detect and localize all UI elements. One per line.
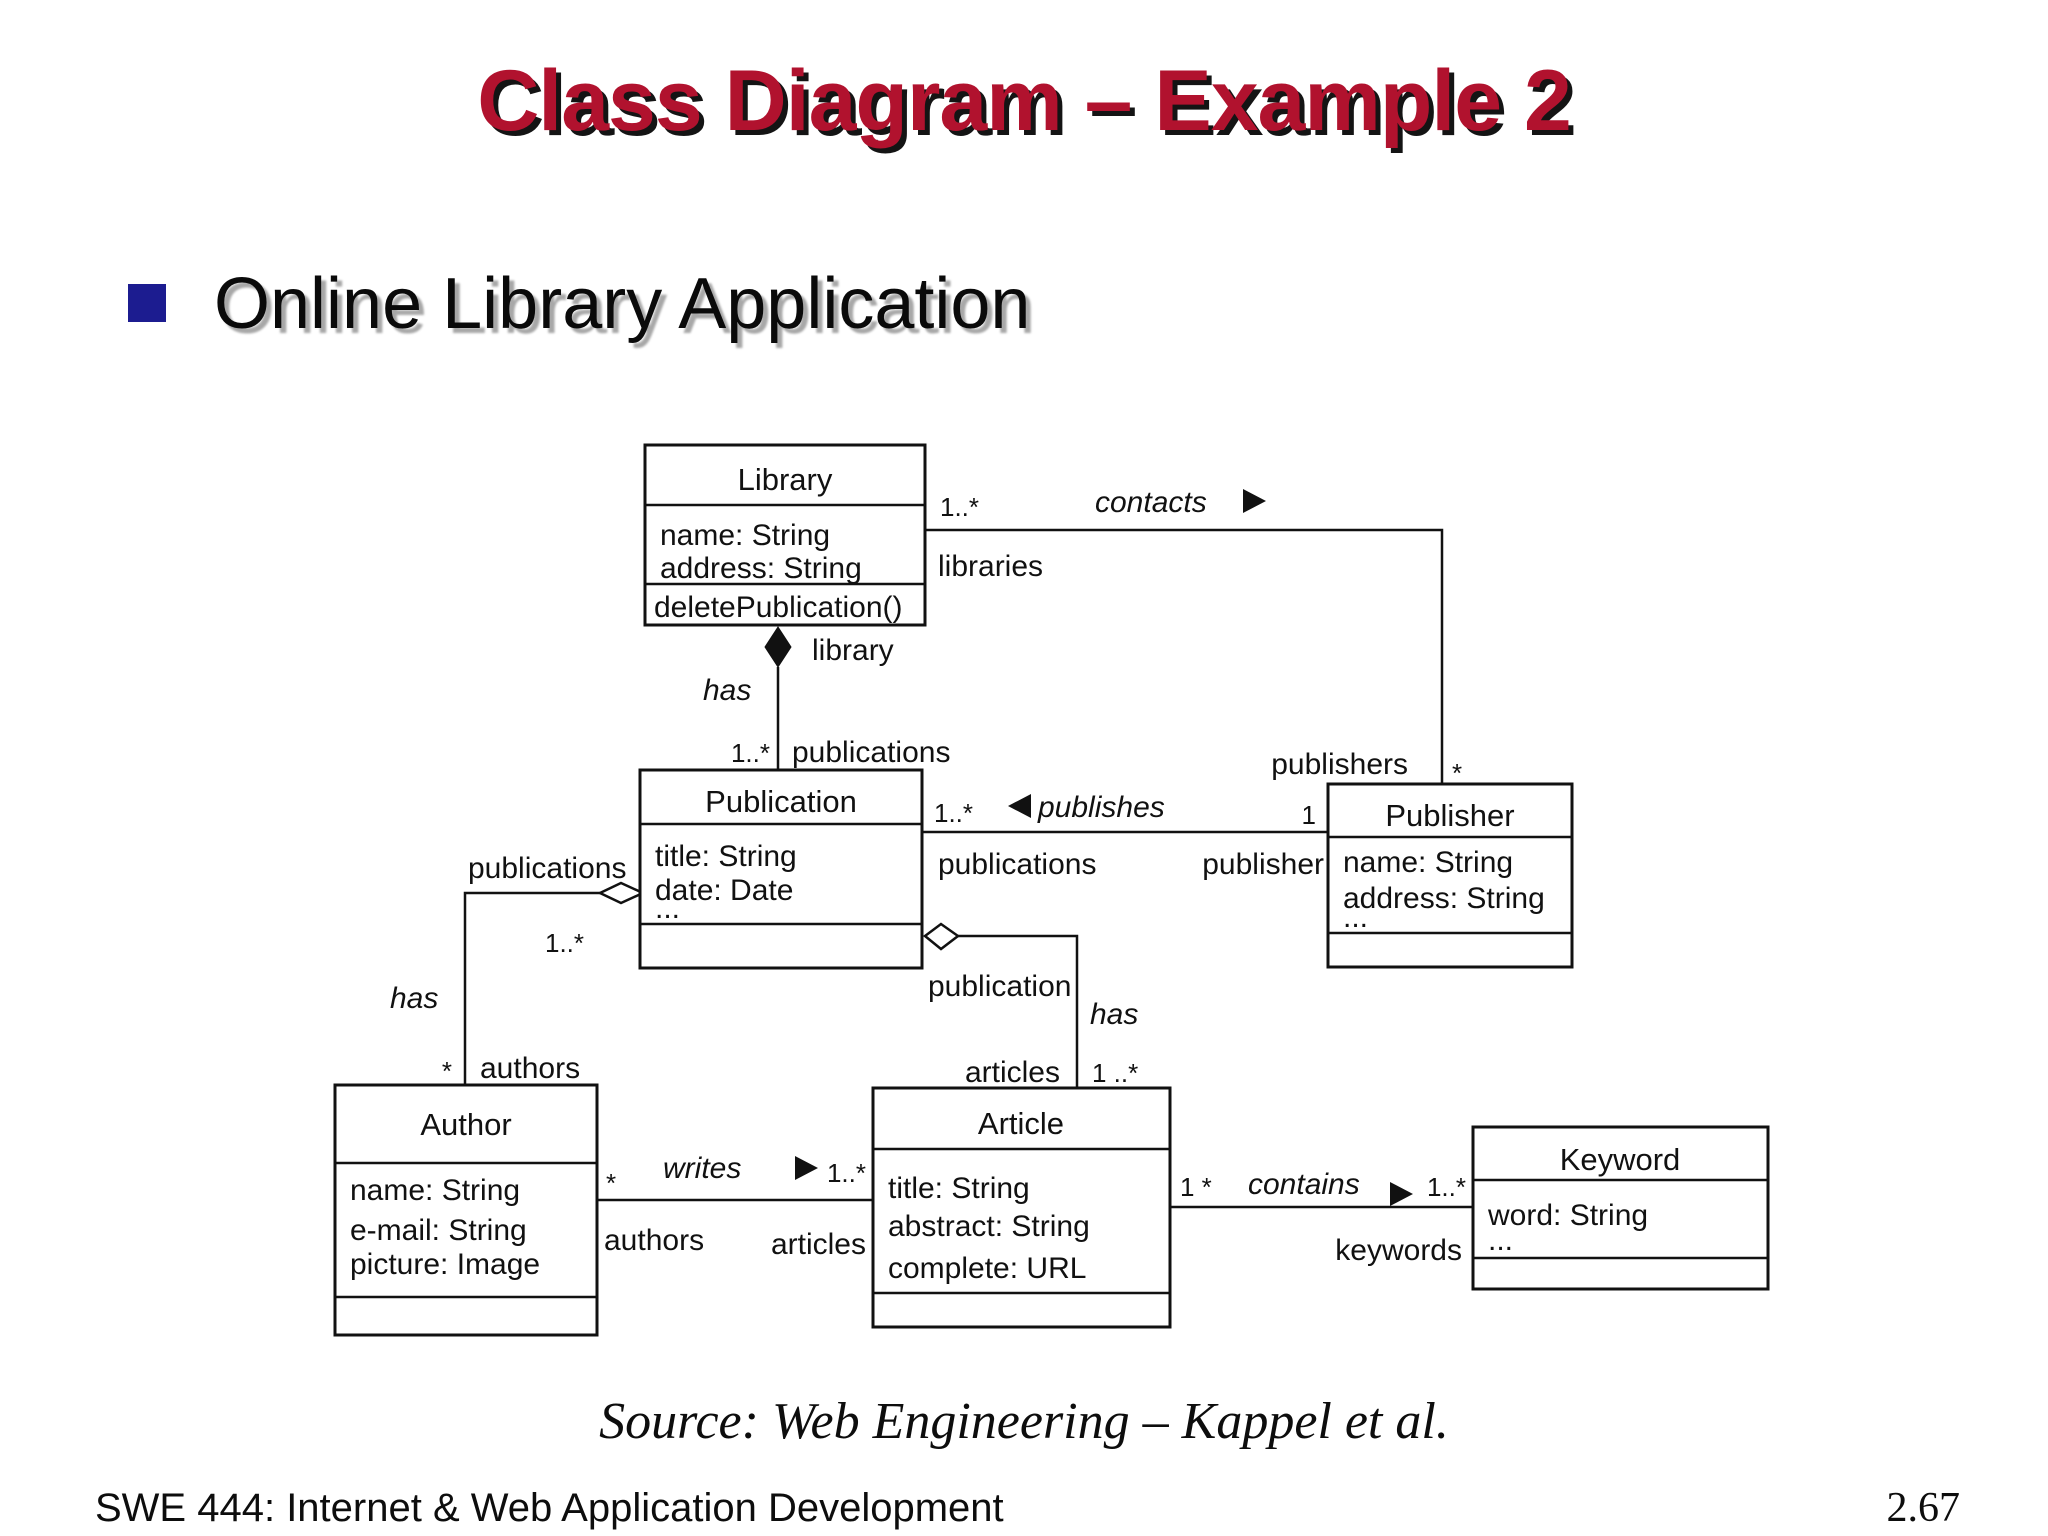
assoc-publishes-publication-role: publications [938, 848, 1096, 881]
bullet-text: Online Library Application [214, 264, 1031, 344]
assoc-contacts-publisher-mult: * [1452, 758, 1462, 788]
assoc-contacts-name: contacts [1095, 486, 1207, 519]
class-attribute: ... [1488, 1224, 1513, 1257]
assoc-has-articles-line [958, 934, 1079, 1088]
page-number: 2.67 [1886, 1485, 1961, 1531]
assoc-contains-article-mult: 1 * [1180, 1172, 1212, 1202]
assoc-publishes-publisher-mult: 1 [1302, 800, 1316, 830]
arrow-right-icon [795, 1156, 818, 1180]
class-attribute: word: String [1487, 1199, 1648, 1232]
assoc-has-articles-article-role: articles [965, 1056, 1060, 1089]
assoc-contacts-library-role: libraries [938, 550, 1043, 583]
assoc-has-publications-library-role: library [812, 634, 894, 667]
arrow-right-icon [1243, 489, 1266, 513]
assoc-has-articles-publication-role: publication [928, 970, 1071, 1003]
arrow-left-icon [1008, 794, 1031, 818]
class-box-library: Library name: String address: String del… [643, 443, 927, 627]
assoc-has-authors-line [463, 891, 600, 1085]
assoc-publishes-publisher-role: publisher [1202, 848, 1324, 881]
assoc-has-articles: publication has articles 1 ..* [922, 922, 1138, 1089]
class-attribute: ... [655, 892, 680, 925]
class-box-publisher-rect [1326, 782, 1574, 969]
assoc-publishes-publication-mult: 1..* [934, 798, 973, 828]
source-caption: Source: Web Engineering – Kappel et al. [599, 1393, 1449, 1450]
assoc-has-publications-mult: 1..* [731, 738, 770, 768]
assoc-writes-author-role: authors [604, 1224, 704, 1257]
class-name: Library [738, 462, 833, 497]
class-attribute: title: String [655, 840, 797, 873]
assoc-contains: 1 * contains 1..* keywords [1170, 1168, 1473, 1267]
assoc-has-authors: publications 1..* has * authors [390, 852, 647, 1086]
class-box-author-rect [333, 1083, 599, 1337]
class-attribute: name: String [1343, 846, 1513, 879]
bullet-square-icon [128, 284, 166, 322]
class-name: Article [978, 1106, 1064, 1141]
class-attribute: name: String [660, 519, 830, 552]
class-name: Keyword [1560, 1142, 1681, 1177]
aggregation-diamond-icon [922, 922, 961, 951]
class-operation: deletePublication() [654, 591, 902, 624]
class-box-article-rect [871, 1086, 1172, 1329]
class-box-article: Article title: String abstract: String c… [871, 1086, 1172, 1329]
assoc-writes-name: writes [663, 1152, 741, 1185]
slide-title: Class Diagram – Example 2 [477, 53, 1572, 149]
assoc-has-articles-name: has [1090, 998, 1138, 1031]
assoc-contacts: 1..* contacts libraries publishers * [925, 486, 1462, 788]
class-attribute: address: String [660, 552, 862, 585]
class-box-keyword-rect [1471, 1125, 1770, 1291]
assoc-has-publications-role: publications [792, 736, 950, 769]
assoc-has-authors-author-mult: * [442, 1056, 452, 1086]
assoc-contacts-publisher-role: publishers [1271, 748, 1408, 781]
assoc-writes-article-mult: 1..* [827, 1158, 866, 1188]
class-attribute: complete: URL [888, 1252, 1086, 1285]
aggregation-diamond-icon [597, 881, 647, 905]
class-name: Publication [705, 784, 857, 819]
class-attribute: ... [1343, 901, 1368, 934]
assoc-contacts-library-mult: 1..* [940, 492, 979, 522]
class-attribute: abstract: String [888, 1210, 1090, 1243]
class-attribute: address: String [1343, 882, 1545, 915]
class-box-author: Author name: String e-mail: String pictu… [333, 1083, 599, 1337]
assoc-writes-author-mult: * [606, 1168, 616, 1198]
assoc-has-publications: library has 1..* publications [703, 626, 950, 770]
assoc-has-authors-publication-role: publications [468, 852, 626, 885]
class-name: Author [420, 1107, 511, 1142]
class-name: Publisher [1385, 798, 1514, 833]
assoc-has-authors-author-role: authors [480, 1052, 580, 1085]
assoc-has-articles-article-mult: 1 ..* [1092, 1058, 1138, 1088]
footer-course-label: SWE 444: Internet & Web Application Deve… [95, 1486, 1004, 1530]
class-box-publication: Publication title: String date: Date ... [638, 768, 924, 970]
assoc-contains-keyword-mult: 1..* [1427, 1172, 1466, 1202]
class-attribute: date: Date [655, 874, 793, 907]
assoc-publishes-name: publishes [1037, 791, 1165, 824]
class-box-library-rect [643, 443, 927, 627]
assoc-writes-article-role: articles [771, 1228, 866, 1261]
assoc-contains-keyword-role: keywords [1335, 1234, 1462, 1267]
assoc-contacts-line [925, 528, 1444, 784]
assoc-publishes: 1..* publishes 1 publications publisher [922, 791, 1328, 881]
class-box-keyword: Keyword word: String ... [1471, 1125, 1770, 1291]
class-attribute: e-mail: String [350, 1214, 527, 1247]
assoc-has-authors-name: has [390, 982, 438, 1015]
bullet-row: Online Library Application [128, 268, 1030, 340]
assoc-writes: * writes 1..* authors articles [597, 1152, 873, 1261]
class-attribute: name: String [350, 1174, 520, 1207]
class-box-publication-rect [638, 768, 924, 970]
assoc-contains-name: contains [1248, 1168, 1360, 1201]
assoc-has-authors-publication-mult: 1..* [545, 928, 584, 958]
composition-diamond-icon [764, 626, 792, 668]
arrow-right-icon [1390, 1182, 1413, 1206]
class-box-publisher: Publisher name: String address: String .… [1326, 782, 1574, 969]
class-attribute: picture: Image [350, 1248, 540, 1281]
class-attribute: title: String [888, 1172, 1030, 1205]
assoc-has-publications-name: has [703, 674, 751, 707]
